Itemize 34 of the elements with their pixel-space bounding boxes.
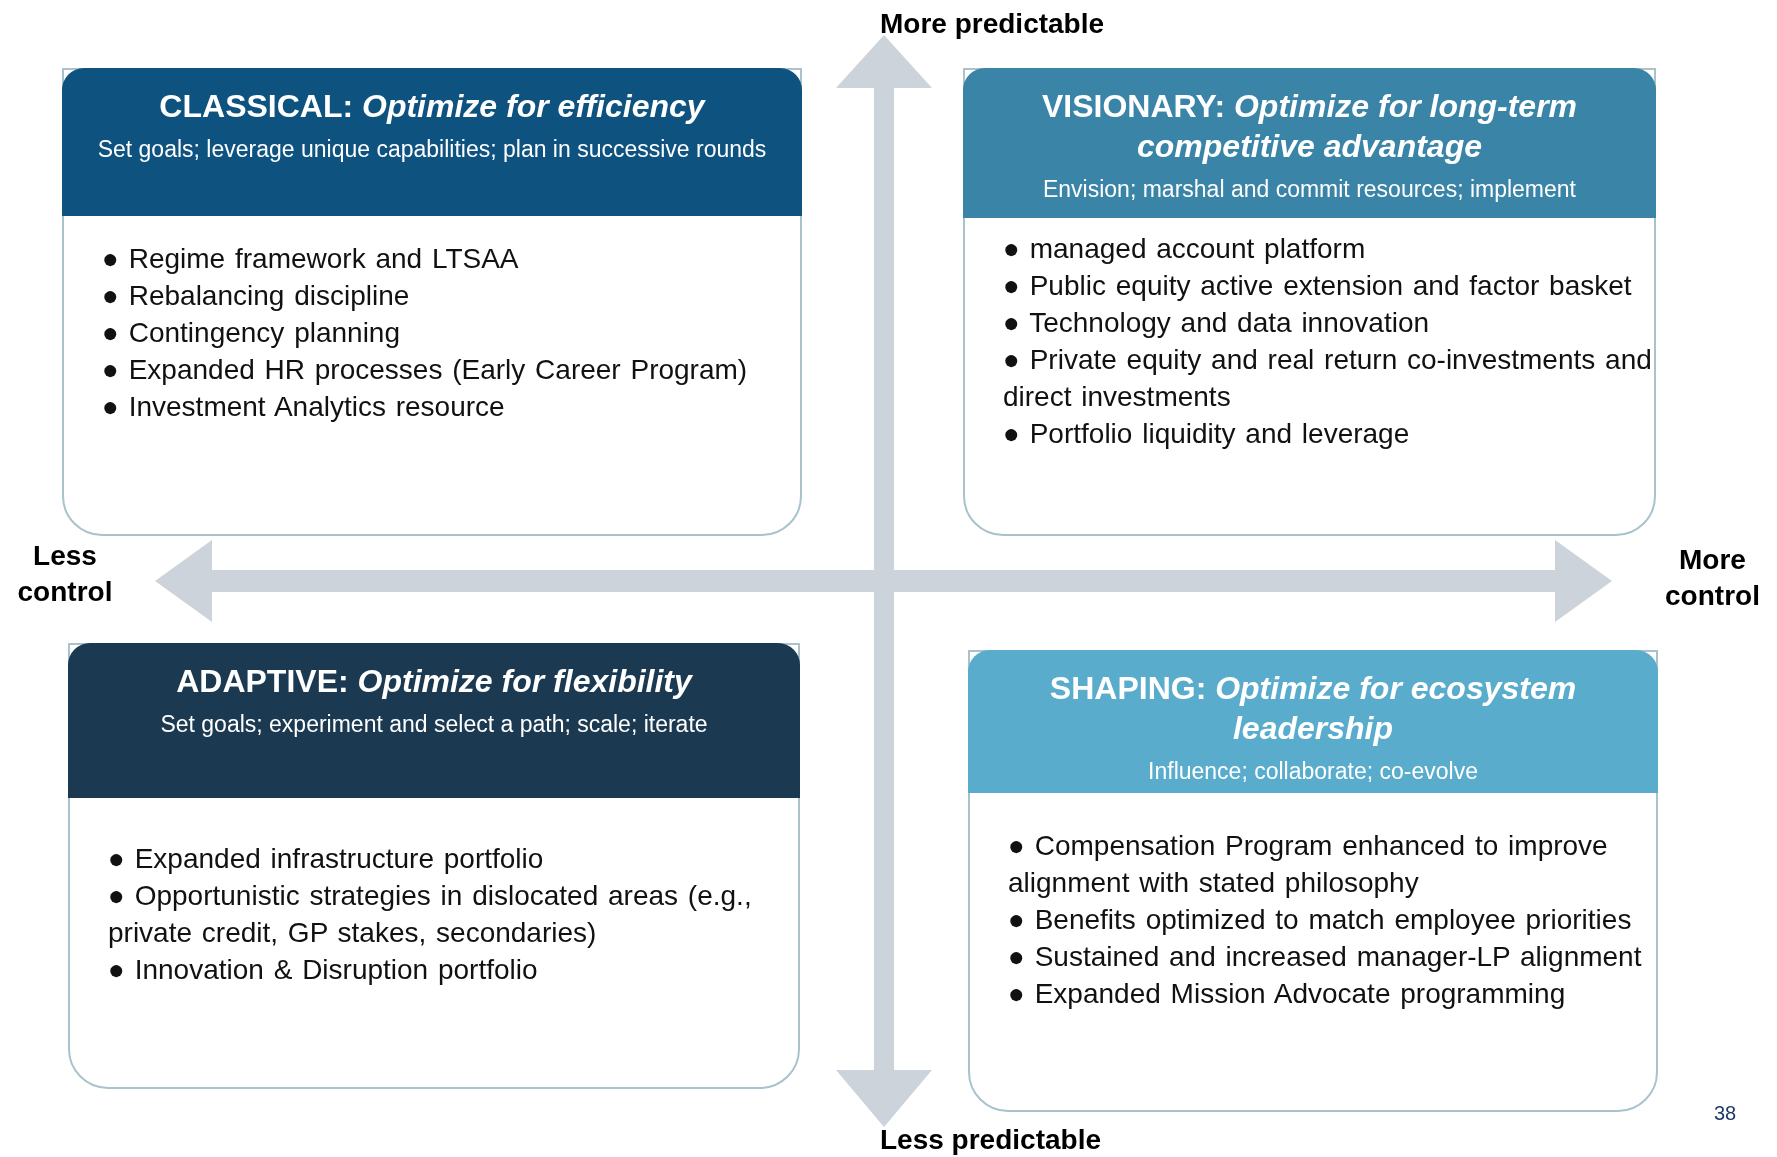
bullet-item: ● Expanded HR processes (Early Career Program)	[102, 353, 748, 387]
bullet-item: ● Contingency planning	[102, 316, 401, 350]
quadrant-heading: ADAPTIVE: Optimize for flexibility	[175, 662, 694, 701]
quadrant-subtitle: Set goals; experiment and select a path; scale; iterate	[159, 710, 709, 739]
quadrant-card	[968, 650, 1658, 1112]
bullet-item: ● Portfolio liquidity and leverage	[1003, 417, 1411, 451]
bullet-item: ● managed account platform	[1003, 232, 1367, 266]
quadrant-subtitle: Envision; marshal and commit resources; implement	[1041, 175, 1577, 204]
bullet-item: ● Compensation Program enhanced to improve alignment with stated philosophy	[1008, 829, 1609, 900]
quadrant-heading: CLASSICAL: Optimize for efficiency	[158, 87, 707, 126]
axis-label: More control	[1664, 543, 1761, 613]
bullet-item: ● Innovation & Disruption portfolio	[108, 953, 539, 987]
quadrant-card	[68, 643, 800, 1089]
bullet-item: ● Expanded infrastructure portfolio	[108, 842, 545, 876]
quadrant-card	[62, 68, 802, 536]
page-number: 38	[1712, 1101, 1738, 1126]
axis-label: Less predictable	[880, 1123, 1102, 1157]
quadrant-heading: VISIONARY: Optimize for long-term competitive advantage	[1040, 87, 1579, 166]
bullet-item: ● Private equity and real return co-investments and direct investments	[1003, 343, 1653, 414]
bullet-item: ● Benefits optimized to match employee priorities	[1008, 903, 1633, 937]
bullet-item: ● Expanded Mission Advocate programming	[1008, 977, 1567, 1011]
bullet-item: ● Technology and data innovation	[1003, 306, 1431, 340]
bullet-item: ● Regime framework and LTSAA	[102, 242, 520, 276]
bullet-item: ● Rebalancing discipline	[102, 279, 411, 313]
quadrant-subtitle: Influence; collaborate; co-evolve	[1147, 757, 1479, 786]
bullet-item: ● Sustained and increased manager-LP alignment	[1008, 940, 1643, 974]
quadrant-card	[963, 68, 1656, 536]
axis-label: More predictable	[880, 7, 1106, 41]
quadrant-heading: SHAPING: Optimize for ecosystem leadership	[1048, 669, 1578, 748]
bullet-item: ● Investment Analytics resource	[102, 390, 506, 424]
axis-label: Less control	[16, 539, 114, 609]
bullet-item: ● Opportunistic strategies in dislocated areas (e.g., private credit, GP stakes, secondaries)	[108, 879, 753, 950]
bullet-item: ● Public equity active extension and factor basket	[1003, 269, 1633, 303]
quadrant-subtitle: Set goals; leverage unique capabilities; plan in successive rounds	[96, 135, 768, 164]
